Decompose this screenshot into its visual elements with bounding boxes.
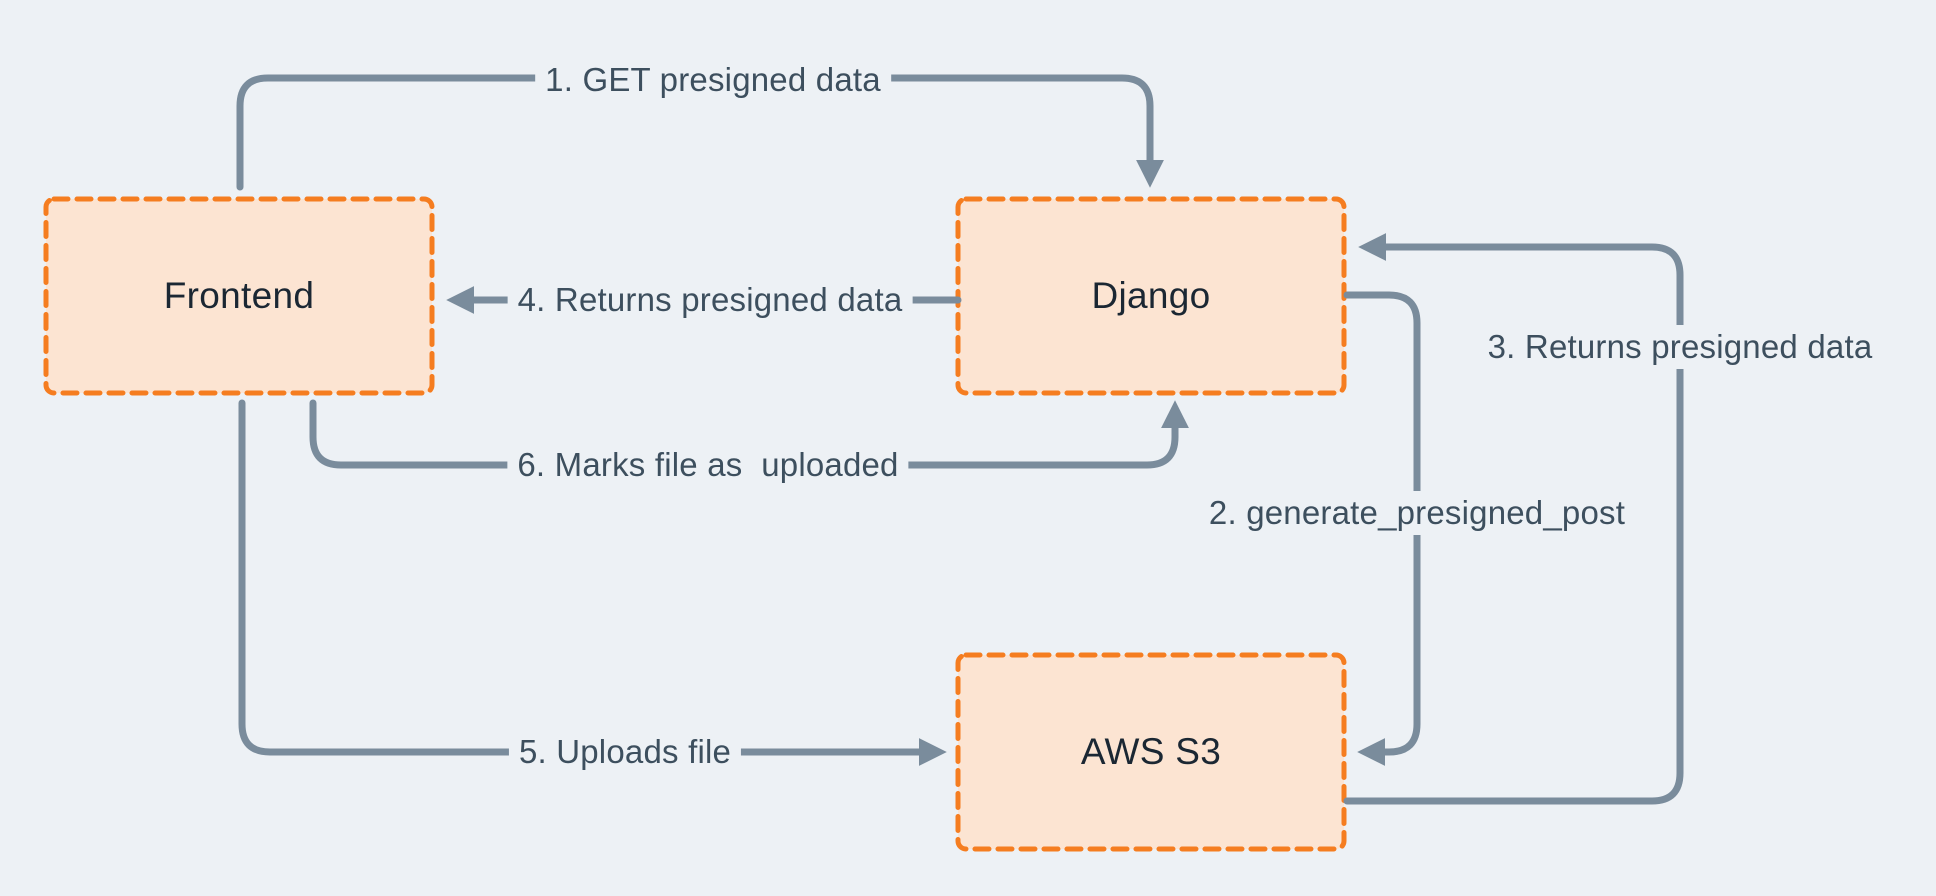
edge-label-get-presigned-data: 1. GET presigned data [535,58,891,102]
edge-label-marks-file-uploaded: 6. Marks file as uploaded [507,443,909,487]
edge-label-returns-presigned-data-s3: 3. Returns presigned data [1477,325,1883,369]
edge-label-generate-presigned-post: 2. generate_presigned_post [1198,491,1636,535]
edge-label-returns-presigned-data-frontend: 4. Returns presigned data [507,278,913,322]
node-frontend-box [43,196,435,396]
node-aws-s3-box [955,652,1347,852]
arrow-5-uploads-file [238,399,947,766]
arrow-3-returns-presigned-data [1343,233,1684,805]
node-aws-s3-label: AWS S3 [1080,731,1222,772]
node-django-label: Django [1091,275,1211,316]
edge-label-uploads-file: 5. Uploads file [508,730,742,774]
node-frontend-label: Frontend [163,275,315,316]
